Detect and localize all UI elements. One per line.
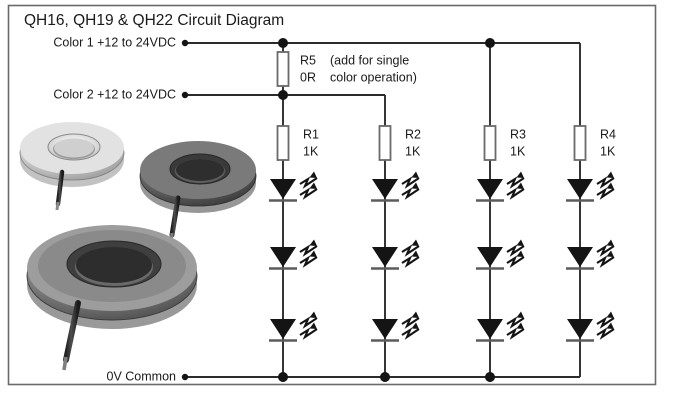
- junction-ground-b3: [485, 372, 495, 382]
- resistor-r1-ref: R1: [303, 127, 319, 141]
- resistor-r4: R4 1K: [573, 125, 616, 161]
- page-title: QH16, QH19 & QH22 Circuit Diagram: [24, 12, 284, 29]
- resistor-r5-value: 0R: [300, 70, 316, 84]
- resistor-r3-ref: R3: [510, 127, 526, 141]
- junction-color1-r3: [485, 38, 495, 48]
- rail-label-ground: 0V Common: [107, 369, 177, 383]
- junction-ground-b1: [278, 372, 288, 382]
- resistor-r5-ref: R5: [300, 53, 316, 67]
- terminal-dot-color2: [181, 91, 189, 99]
- rail-label-color2: Color 2 +12 to 24VDC: [53, 87, 176, 101]
- ring-light-medium: [139, 141, 257, 244]
- junction-ground-b2: [380, 372, 390, 382]
- ring-light-large: [26, 225, 198, 371]
- resistor-r4-ref: R4: [600, 127, 616, 141]
- junction-dots: [278, 38, 495, 382]
- resistor-r4-value: 1K: [600, 144, 616, 158]
- resistor-r2-value: 1K: [405, 144, 421, 158]
- terminal-dot-color1: [181, 39, 189, 47]
- resistor-r5-note-line2: color operation): [330, 70, 417, 84]
- resistor-r5-note-line1: (add for single: [330, 53, 409, 67]
- junction-color2-r5: [278, 90, 288, 100]
- resistor-r3: R3 1K: [483, 125, 526, 161]
- resistor-r2: R2 1K: [378, 125, 421, 161]
- rail-label-color1: Color 1 +12 to 24VDC: [53, 35, 176, 49]
- resistor-r3-value: 1K: [510, 144, 526, 158]
- resistor-r2-ref: R2: [405, 127, 421, 141]
- resistor-r1-value: 1K: [303, 144, 319, 158]
- resistor-r1: R1 1K: [276, 125, 319, 161]
- ring-light-small: [19, 122, 125, 211]
- resistor-r5: R5 0R (add for single color operation): [276, 51, 417, 87]
- junction-color1-r5: [278, 38, 288, 48]
- terminal-dot-ground: [181, 373, 189, 381]
- rail-terminals: [181, 39, 189, 381]
